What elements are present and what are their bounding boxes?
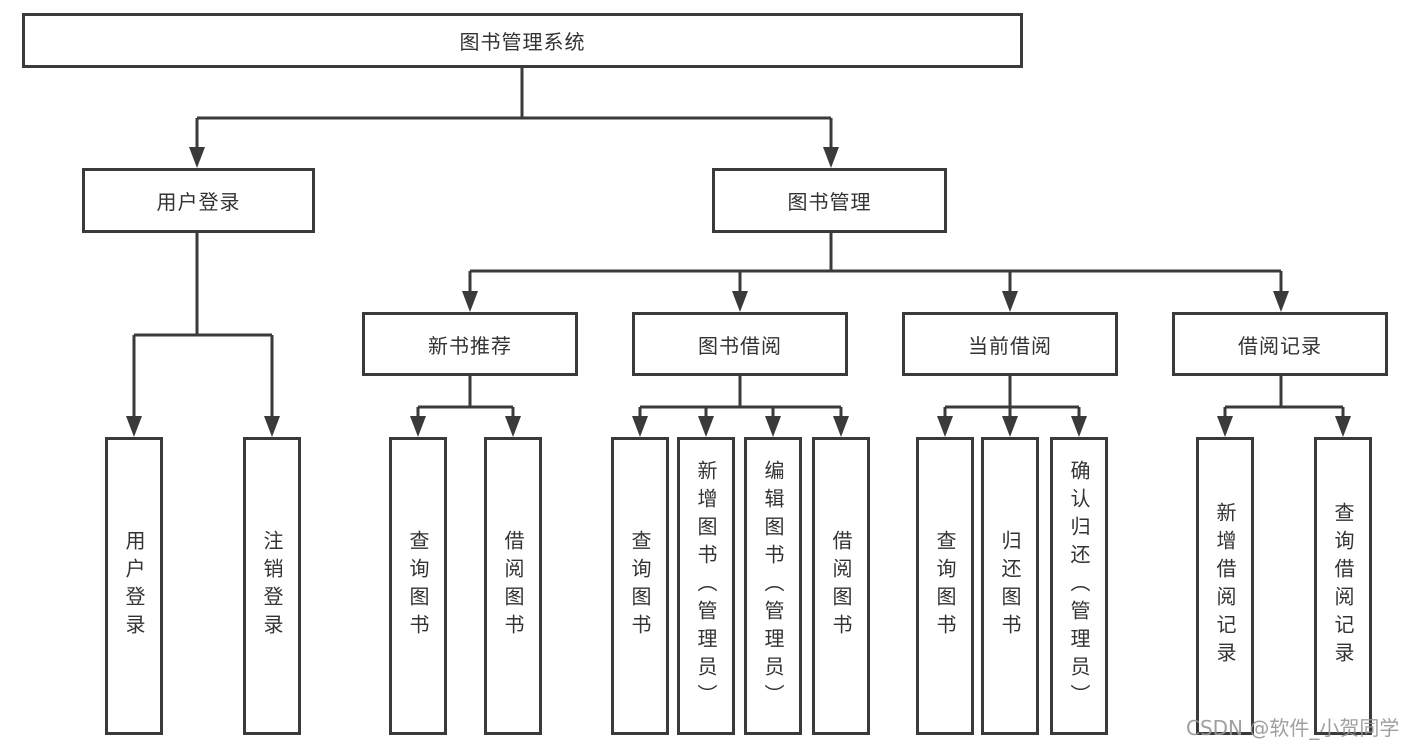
node-label: 新书推荐 (428, 333, 512, 358)
node-leaf-query-borrow-record: 查询借阅记录 (1314, 437, 1372, 735)
arrow-down-icon (937, 416, 953, 437)
node-label: 新增借阅记录 (1213, 502, 1237, 670)
node-label: 编辑图书（管理员） (761, 460, 785, 712)
arrowheads-group (126, 147, 1351, 437)
node-label: 借阅记录 (1238, 333, 1322, 358)
node-leaf-return-books: 归还图书 (981, 437, 1039, 735)
csdn-watermark: CSDN @软件_小贺同学 (1186, 716, 1400, 740)
arrow-down-icon (833, 416, 849, 437)
node-borrowing-records: 借阅记录 (1172, 312, 1388, 376)
node-leaf-add-borrow-record: 新增借阅记录 (1196, 437, 1254, 735)
node-label: 查询图书 (628, 530, 652, 642)
node-leaf-add-books-admin: 新增图书（管理员） (677, 437, 735, 735)
node-book-borrowing: 图书借阅 (632, 312, 848, 376)
node-label: 借阅图书 (501, 530, 525, 642)
arrow-down-icon (1071, 416, 1087, 437)
arrow-down-icon (1002, 291, 1018, 312)
arrow-down-icon (410, 416, 426, 437)
node-label: 新增图书（管理员） (694, 460, 718, 712)
node-leaf-borrow-books-recommend: 借阅图书 (484, 437, 542, 735)
arrow-down-icon (126, 416, 142, 437)
node-label: 借阅图书 (829, 530, 853, 642)
node-label: 图书管理 (787, 190, 872, 214)
node-label: 查询借阅记录 (1331, 502, 1355, 670)
arrow-down-icon (732, 291, 748, 312)
node-label: 查询图书 (406, 530, 430, 642)
arrow-down-icon (698, 416, 714, 437)
node-leaf-logout: 注销登录 (243, 437, 301, 735)
node-book-management-system: 图书管理系统 (22, 13, 1023, 68)
arrow-down-icon (823, 147, 839, 168)
node-book-management: 图书管理 (712, 168, 947, 233)
node-label: 注销登录 (260, 530, 284, 642)
node-label: 确认归还（管理员） (1067, 460, 1091, 712)
arrow-down-icon (1217, 416, 1233, 437)
arrow-down-icon (1273, 291, 1289, 312)
node-label: 用户登录 (156, 190, 241, 214)
node-leaf-query-books-borrow: 查询图书 (611, 437, 669, 735)
node-label: 归还图书 (998, 530, 1022, 642)
arrow-down-icon (264, 416, 280, 437)
arrow-down-icon (765, 416, 781, 437)
arrow-down-icon (632, 416, 648, 437)
node-leaf-user-login: 用户登录 (105, 437, 163, 735)
arrow-down-icon (462, 291, 478, 312)
node-leaf-borrow-books: 借阅图书 (812, 437, 870, 735)
node-leaf-confirm-return-admin: 确认归还（管理员） (1050, 437, 1108, 735)
node-leaf-edit-books-admin: 编辑图书（管理员） (744, 437, 802, 735)
arrow-down-icon (505, 416, 521, 437)
node-label: 图书借阅 (698, 333, 782, 358)
node-label: 用户登录 (122, 530, 146, 642)
node-current-borrowing: 当前借阅 (902, 312, 1118, 376)
arrow-down-icon (1002, 416, 1018, 437)
arrow-down-icon (1335, 416, 1351, 437)
connector-lines (132, 68, 1345, 421)
arrow-down-icon (189, 147, 205, 168)
node-user-login: 用户登录 (82, 168, 315, 233)
node-label: 图书管理系统 (459, 30, 586, 54)
node-label: 当前借阅 (968, 333, 1052, 358)
node-leaf-query-books-current: 查询图书 (916, 437, 974, 735)
node-new-book-recommend: 新书推荐 (362, 312, 578, 376)
node-leaf-query-books-recommend: 查询图书 (389, 437, 447, 735)
node-label: 查询图书 (933, 530, 957, 642)
